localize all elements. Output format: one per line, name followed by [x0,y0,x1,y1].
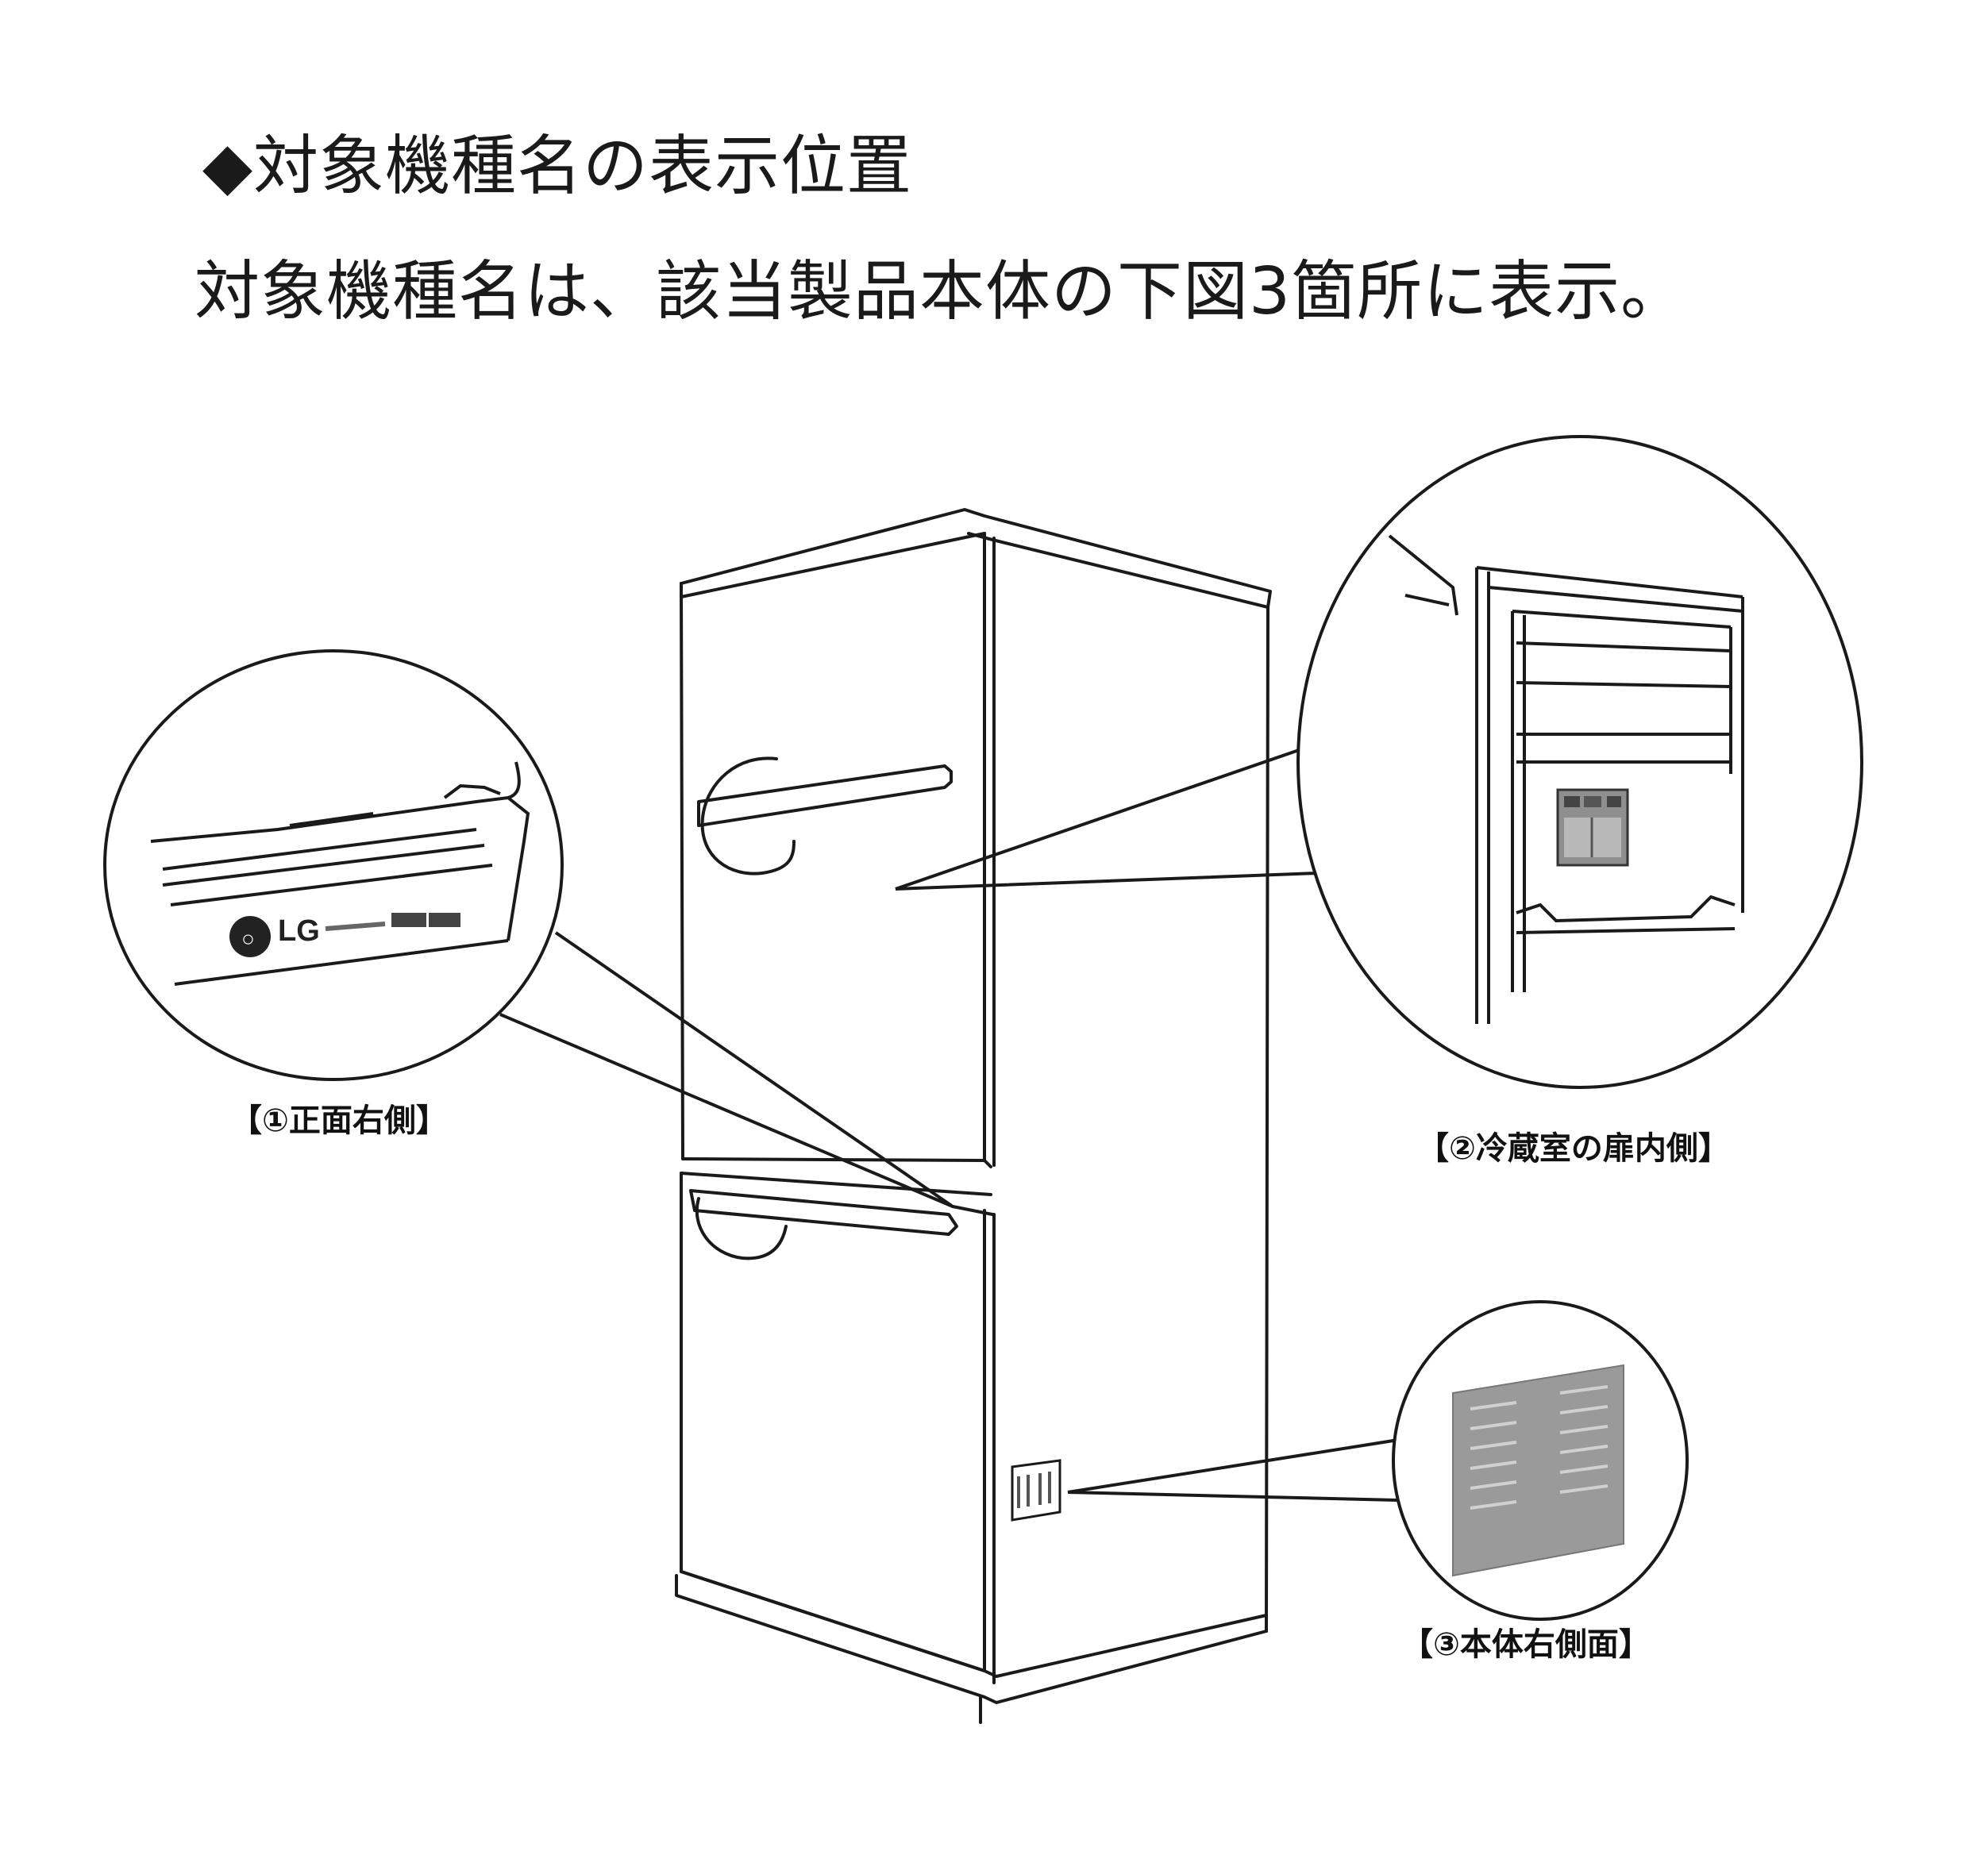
heading: ◆対象機種名の表示位置 [202,129,913,204]
side-label-plate [1011,1459,1061,1522]
callout-2-label: 【②冷蔵室の扉内側】 [1417,1130,1730,1167]
callout-2-pointer [895,741,1323,891]
callout-1-pointer [499,931,954,1208]
svg-text:○: ○ [241,926,255,951]
callout-3-pointer [1067,1439,1398,1502]
callout-1-detail [150,761,530,986]
side-sticker [1452,1364,1624,1577]
callout-2-detail [1388,534,1744,1024]
description-text: 対象機種名は、該当製品本体の下図3箇所に表示。 [195,254,1687,329]
callout-1-label: 【①正面右側】 [230,1103,448,1139]
callout-front-right [103,649,954,1208]
refrigerator-bottom [675,1574,1268,1704]
upper-handle [697,764,953,827]
lg-logo: ○ LG [229,913,460,957]
front-left-edge [680,582,684,1160]
lower-handle [689,1189,958,1236]
lg-brand-text: LG [278,914,320,948]
door-separator [681,1157,992,1168]
lower-handle-recess [695,1197,788,1260]
refrigerator-top [680,508,1272,609]
callout-3-label: 【③本体右側面】 [1401,1626,1651,1663]
door-label-plate [1556,788,1629,867]
freezer-door [680,1183,986,1672]
refrigerator [675,508,1272,1724]
upper-handle-recess [700,756,796,875]
callout-door-inside [895,435,1863,1089]
